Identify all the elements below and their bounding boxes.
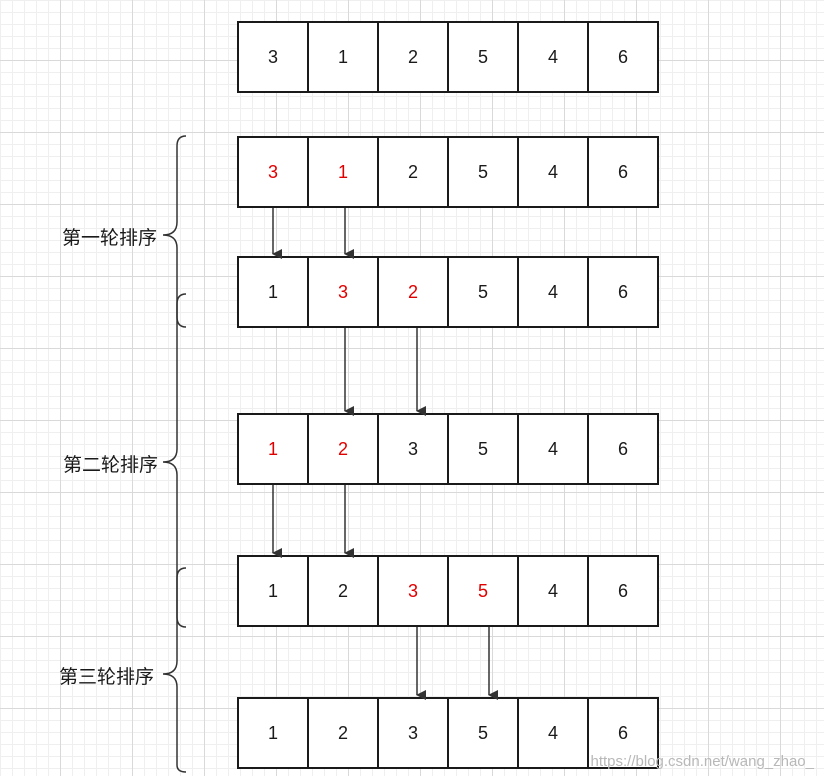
round-2-label: 第二轮排序 xyxy=(63,454,159,476)
round-3-brace xyxy=(162,567,187,773)
array-cell: 4 xyxy=(517,21,589,93)
array-cell: 3 xyxy=(237,21,309,93)
array-cell: 1 xyxy=(237,256,309,328)
array-cell: 4 xyxy=(517,555,589,627)
array-cell: 5 xyxy=(447,697,519,769)
array-cell: 1 xyxy=(307,21,379,93)
array-cell: 4 xyxy=(517,136,589,208)
array-cell: 2 xyxy=(307,697,379,769)
watermark: https://blog.csdn.net/wang_zhao_ xyxy=(590,753,815,770)
array-cell: 5 xyxy=(447,256,519,328)
array-cell: 1 xyxy=(307,136,379,208)
array-cell: 3 xyxy=(377,555,449,627)
round-1-brace xyxy=(162,135,187,328)
array-cell: 6 xyxy=(587,413,659,485)
array-cell: 3 xyxy=(237,136,309,208)
array-cell: 5 xyxy=(447,136,519,208)
array-cell: 3 xyxy=(377,413,449,485)
round-1-label: 第一轮排序 xyxy=(62,227,158,249)
array-cell: 6 xyxy=(587,256,659,328)
array-cell: 2 xyxy=(307,555,379,627)
array-cell: 4 xyxy=(517,256,589,328)
round-2-brace xyxy=(162,293,187,628)
array-cell: 6 xyxy=(587,136,659,208)
array-cell: 6 xyxy=(587,21,659,93)
array-cell: 6 xyxy=(587,697,659,769)
array-cell: 3 xyxy=(377,697,449,769)
round-3-label: 第三轮排序 xyxy=(59,666,155,688)
array-cell: 6 xyxy=(587,555,659,627)
